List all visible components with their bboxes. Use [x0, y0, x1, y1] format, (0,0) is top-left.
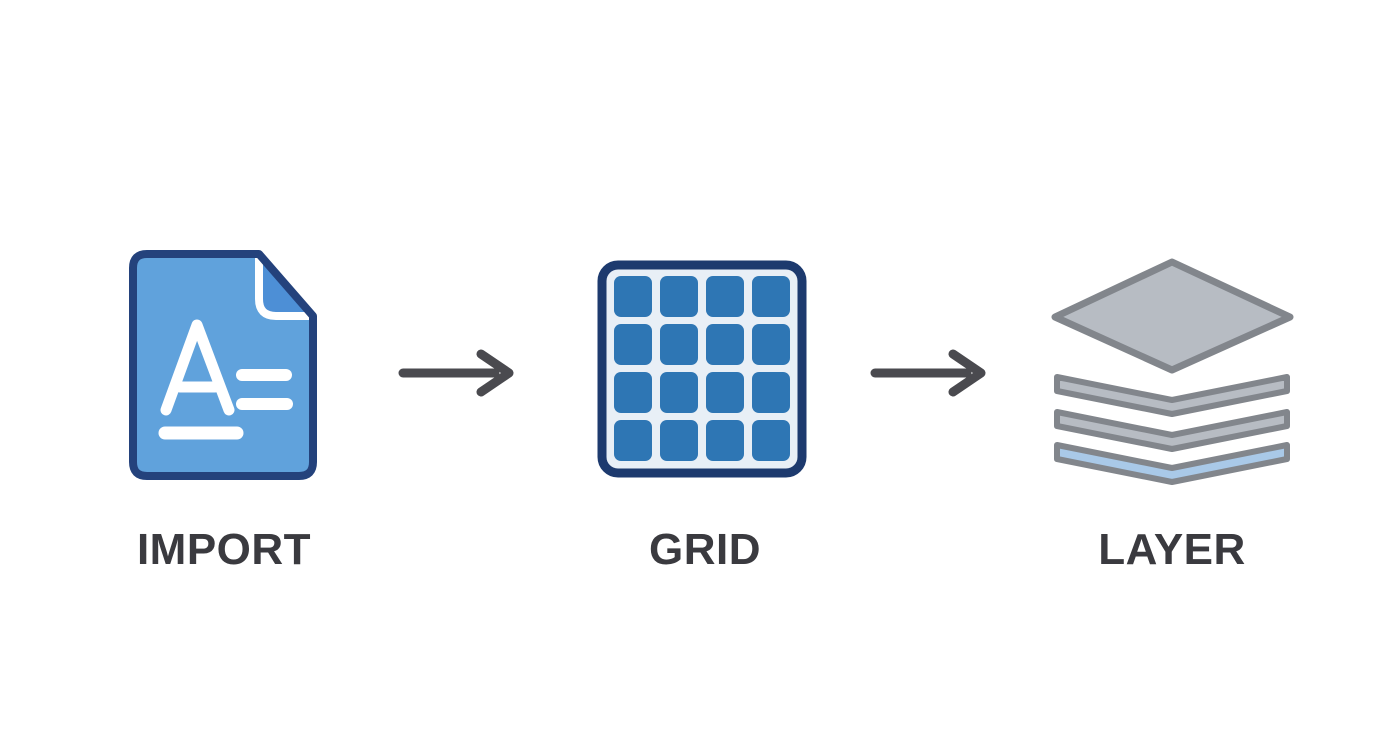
arrow-right-icon	[398, 349, 514, 397]
step-label-layer: LAYER	[1098, 525, 1246, 574]
layers-icon	[1051, 258, 1294, 485]
grid-cell	[752, 372, 790, 413]
step-label-grid: GRID	[649, 525, 761, 574]
grid-icon	[597, 260, 807, 478]
document-text-content	[158, 319, 293, 440]
document-import-icon	[129, 249, 318, 480]
grid-cell	[614, 324, 652, 365]
layer-sheet-2	[1054, 374, 1290, 417]
document-outline	[129, 250, 317, 480]
step-label-import: IMPORT	[136, 525, 312, 574]
grid-cell	[706, 372, 744, 413]
grid-cell	[614, 276, 652, 317]
grid-cell	[660, 324, 698, 365]
document-fold-crease	[255, 249, 318, 320]
grid-cells	[614, 276, 790, 461]
grid-cell	[614, 372, 652, 413]
grid-cell	[752, 276, 790, 317]
grid-cell	[752, 420, 790, 461]
grid-cell	[706, 420, 744, 461]
grid-cell	[614, 420, 652, 461]
arrow-head	[476, 349, 514, 397]
arrow-right-icon	[870, 349, 986, 397]
layer-sheet-accent	[1054, 442, 1290, 485]
layer-sheet-top	[1051, 258, 1294, 374]
grid-cell	[752, 324, 790, 365]
grid-cell	[706, 276, 744, 317]
grid-frame	[597, 260, 807, 478]
grid-cell	[660, 372, 698, 413]
arrow-head	[948, 349, 986, 397]
grid-cell	[660, 276, 698, 317]
grid-cell	[660, 420, 698, 461]
layer-sheet-3	[1054, 409, 1290, 452]
letter-a-strokes	[160, 319, 235, 416]
grid-cell	[706, 324, 744, 365]
